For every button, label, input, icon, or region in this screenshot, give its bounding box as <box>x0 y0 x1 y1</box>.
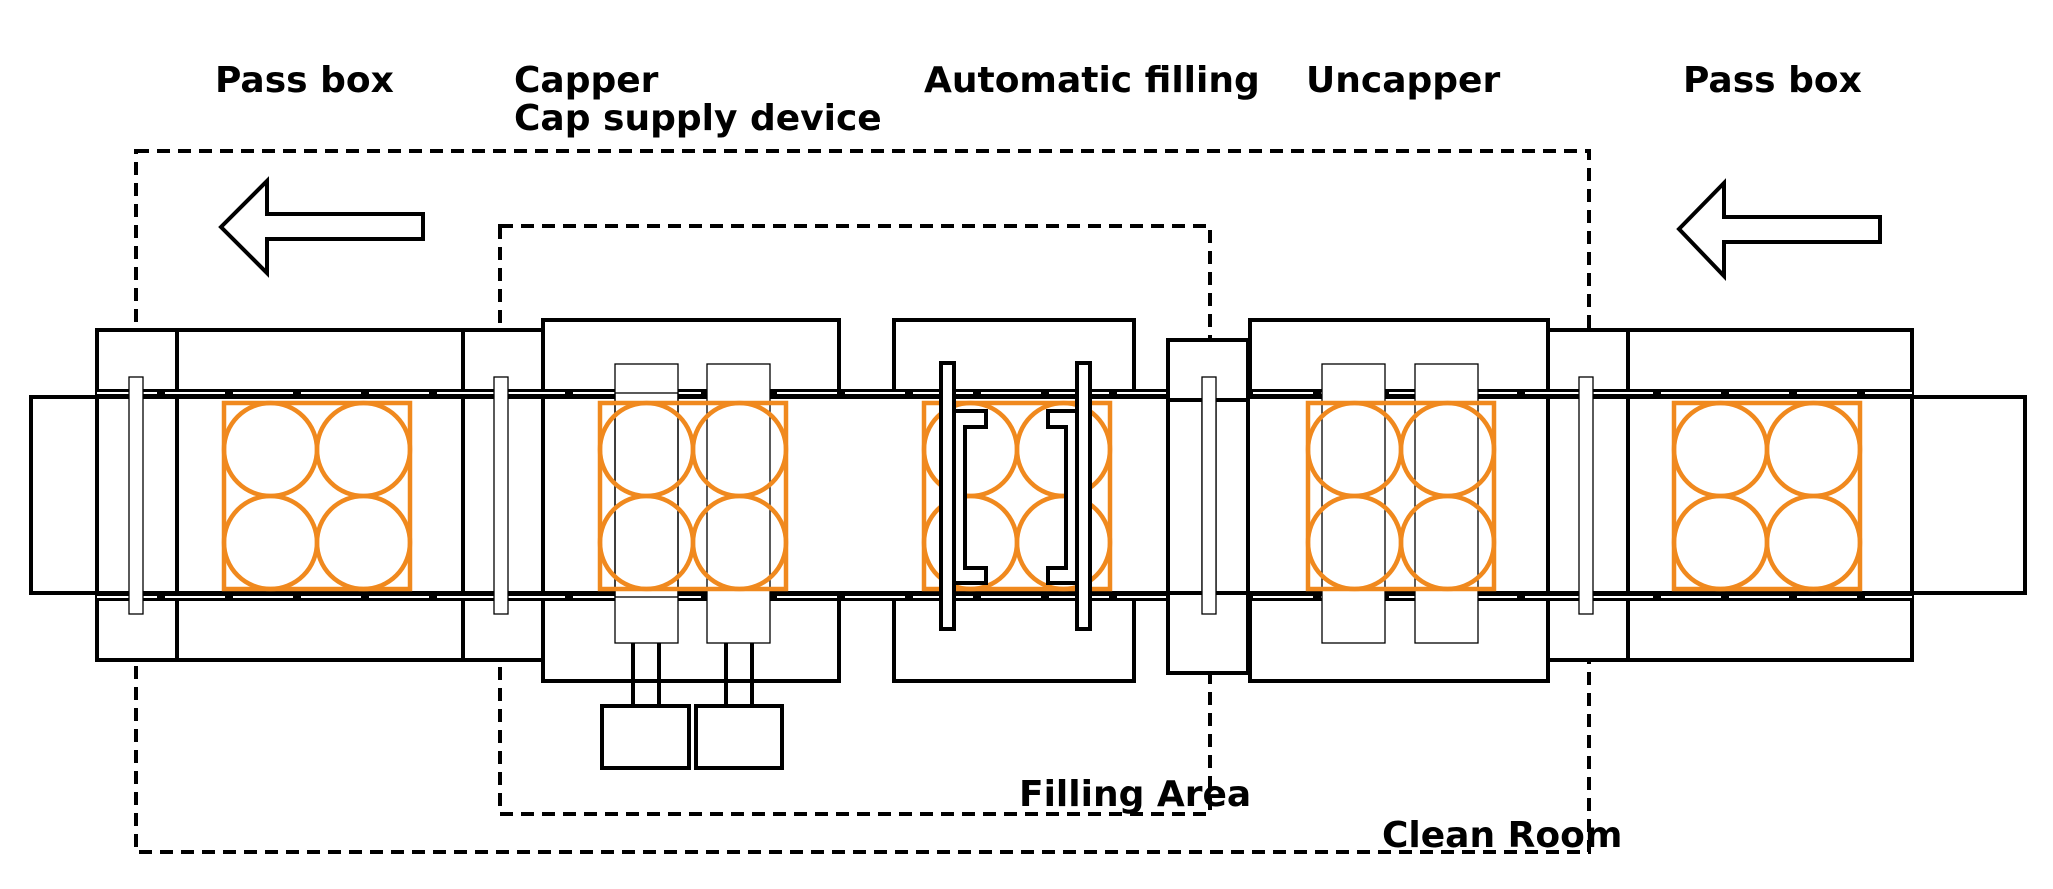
tray-3 <box>921 400 1113 592</box>
label-clean-room: Clean Room <box>1382 815 1622 856</box>
label-capper: Capper <box>514 60 659 101</box>
container-vial <box>690 493 789 592</box>
cap-supply-device <box>600 643 784 770</box>
container-trays <box>221 400 1863 592</box>
tray-frame <box>597 400 789 592</box>
tray-frame <box>1671 400 1863 592</box>
tray-4 <box>1305 400 1497 592</box>
label-pass-box-right: Pass box <box>1683 60 1862 101</box>
label-pass-box-left: Pass box <box>215 60 394 101</box>
tray-2 <box>597 400 789 592</box>
right-arrow-icon <box>1676 178 1882 281</box>
tray-frame <box>221 400 413 592</box>
tray-frame <box>1305 400 1497 592</box>
filling-machine-housing <box>892 318 1136 683</box>
conveyor-rails <box>97 389 1912 601</box>
tray-1 <box>221 400 413 592</box>
container-vial <box>1764 493 1863 592</box>
container-vial <box>314 493 413 592</box>
left-arrow-icon <box>218 176 425 278</box>
label-automatic-filling: Automatic filling <box>924 60 1260 101</box>
label-filling-area: Filling Area <box>1019 774 1251 815</box>
tray-5 <box>1671 400 1863 592</box>
container-vial <box>1398 493 1497 592</box>
conveyor-end-caps <box>31 395 97 595</box>
tray-frame <box>921 400 1113 592</box>
filling-clamps <box>939 361 1092 631</box>
label-uncapper: Uncapper <box>1306 60 1500 101</box>
container-vial <box>1014 493 1113 592</box>
uncapper-gate <box>1201 376 1217 615</box>
label-cap-supply-device: Cap supply device <box>514 98 882 139</box>
